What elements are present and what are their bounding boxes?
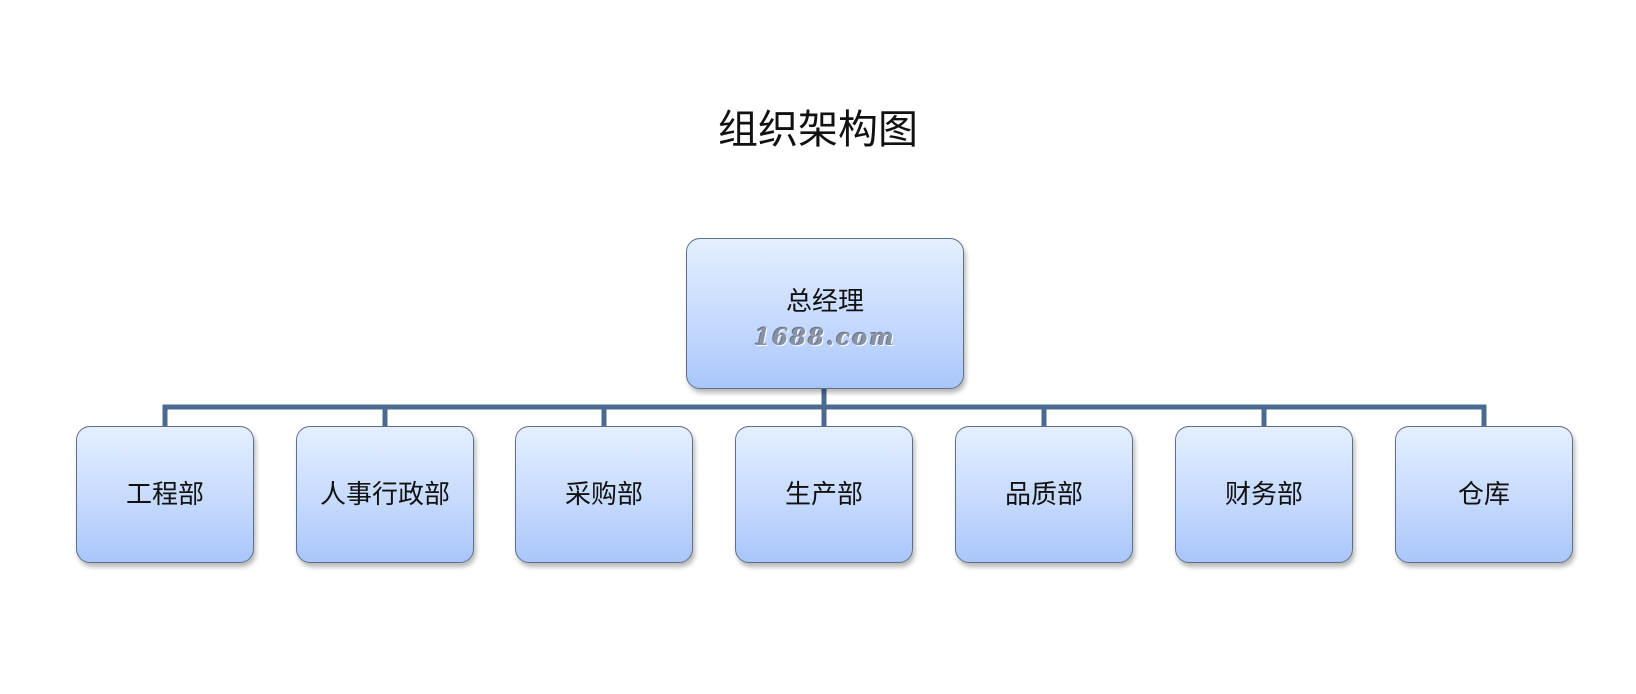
page-title: 组织架构图 (718, 107, 918, 153)
node-label: 采购部 (564, 479, 643, 510)
node-label: 工程部 (125, 479, 204, 510)
node-label: 人事行政部 (319, 479, 450, 510)
node-warehouse: 仓库 (1395, 426, 1573, 563)
node-purchasing: 采购部 (515, 426, 693, 563)
node-label: 生产部 (784, 479, 863, 510)
node-label: 总经理 (785, 287, 864, 317)
watermark-text: 1688.com (754, 324, 896, 351)
node-finance: 财务部 (1175, 426, 1353, 563)
node-label: 财务部 (1224, 479, 1303, 510)
node-label: 仓库 (1457, 479, 1510, 510)
node-hr-admin: 人事行政部 (296, 426, 474, 563)
node-engineering: 工程部 (76, 426, 254, 563)
node-production: 生产部 (735, 426, 913, 563)
node-general-manager: 总经理 1688.com (686, 238, 964, 389)
node-label: 品质部 (1004, 479, 1083, 510)
node-quality: 品质部 (955, 426, 1133, 563)
